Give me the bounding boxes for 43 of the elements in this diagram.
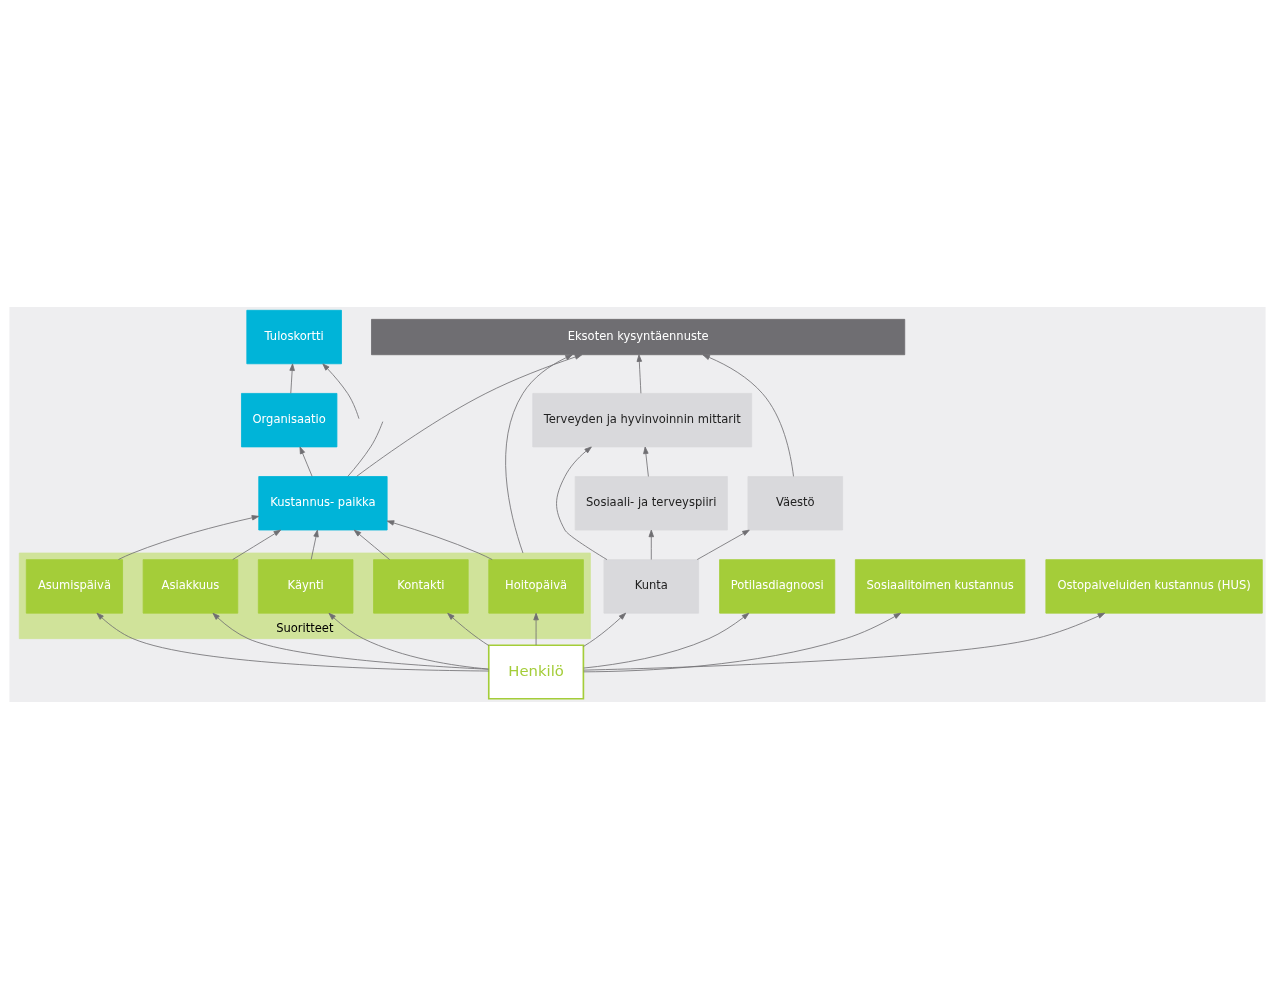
arrow bbox=[648, 529, 654, 560]
arrow bbox=[583, 612, 750, 668]
arrow bbox=[118, 514, 260, 560]
node-box: Tuloskortti bbox=[246, 309, 342, 364]
arrow bbox=[583, 612, 902, 672]
node-box: Organisaatio bbox=[241, 392, 338, 447]
node-box: Asiakkuus bbox=[142, 558, 239, 614]
connector bbox=[347, 420, 384, 477]
node-box: Terveyden ja hyvinvoinnin mittarit bbox=[532, 392, 753, 447]
arrow bbox=[636, 353, 642, 394]
arrow bbox=[583, 612, 627, 647]
arrow bbox=[447, 612, 490, 646]
arrow bbox=[353, 529, 391, 560]
arrow bbox=[702, 353, 794, 477]
arrow bbox=[232, 529, 281, 560]
arrow bbox=[386, 519, 493, 560]
arrow bbox=[533, 612, 539, 645]
arrow bbox=[696, 529, 750, 560]
node-box: Eksoten kysyntäennuste bbox=[371, 318, 906, 355]
arrow bbox=[299, 446, 313, 477]
node-box: Ostopalveluiden kustannus (HUS) bbox=[1045, 558, 1263, 614]
arrow bbox=[356, 353, 583, 477]
node-box: Asumispäivä bbox=[25, 558, 123, 614]
arrow bbox=[310, 529, 319, 560]
arrow bbox=[505, 353, 573, 553]
node-box: Sosiaalitoimen kustannus bbox=[854, 558, 1026, 614]
arrow bbox=[289, 363, 295, 394]
arrow bbox=[583, 612, 1106, 671]
arrow bbox=[322, 363, 360, 419]
node-box: Potilasdiagnoosi bbox=[719, 558, 836, 614]
arrow bbox=[643, 446, 649, 477]
node-box: Kunta bbox=[603, 558, 699, 614]
node-box: Hoitopäivä bbox=[488, 558, 584, 614]
arrow bbox=[212, 612, 489, 670]
node-box: Väestö bbox=[747, 475, 843, 530]
node-box: Sosiaali- ja terveyspiiri bbox=[574, 475, 728, 530]
node-box: Kontakti bbox=[373, 558, 469, 614]
arrow bbox=[328, 612, 489, 669]
arrow bbox=[96, 612, 490, 671]
arrow bbox=[556, 446, 608, 560]
node-box: Käynti bbox=[257, 558, 354, 614]
node-box: Henkilö bbox=[487, 643, 585, 700]
node-box: Kustannus- paikka bbox=[258, 475, 388, 530]
